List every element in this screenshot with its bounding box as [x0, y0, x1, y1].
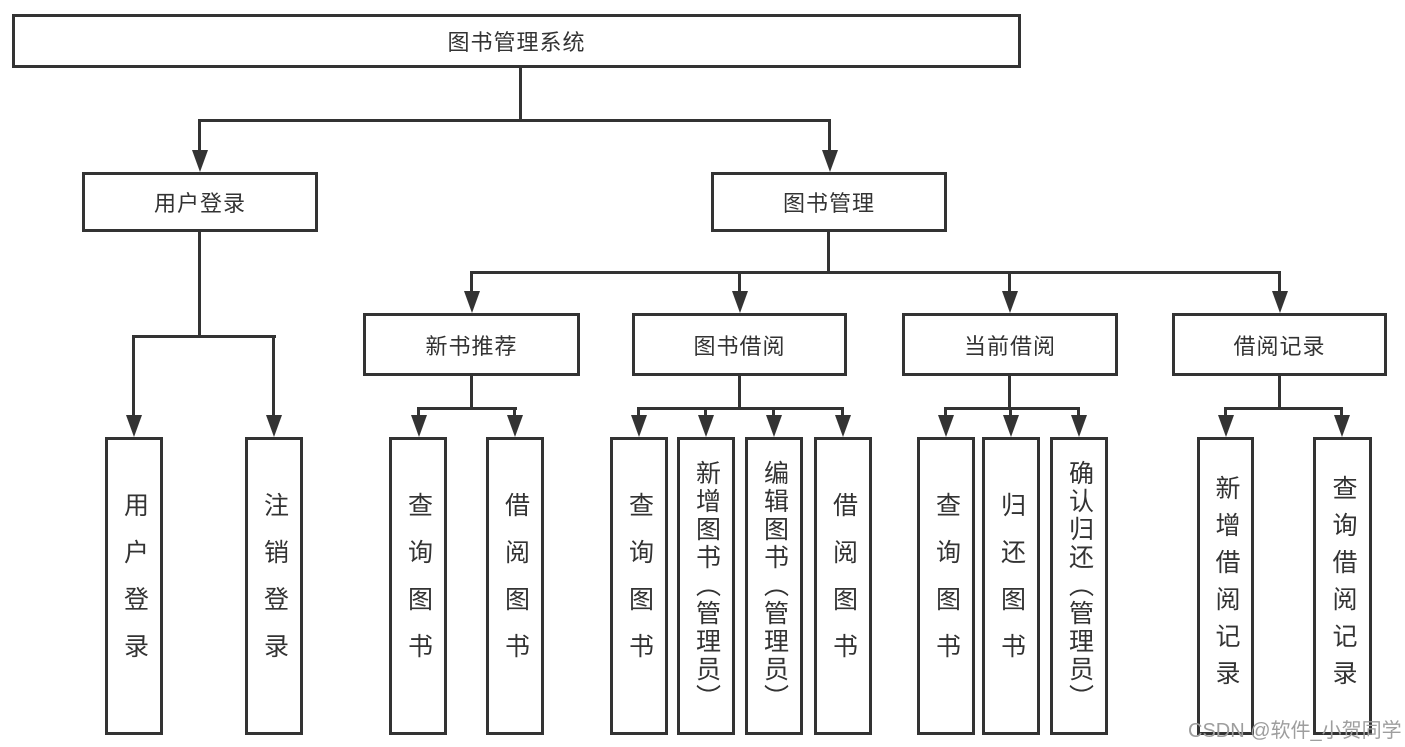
connector-arrow-shaft-leaf	[417, 407, 420, 417]
leaf-query-borrow-record: 查询借阅记录	[1313, 437, 1372, 735]
connector-arrow-shaft-leaf	[1009, 407, 1012, 417]
leaf-confirm-return-admin: 确认归还（管理员）	[1050, 437, 1108, 735]
connector-section-stem-recommend	[470, 376, 473, 410]
connector-arrow-shaft-section	[1008, 271, 1011, 293]
arrow-down-icon	[507, 415, 523, 437]
node-book-management: 图书管理	[711, 172, 947, 232]
node-new-book-recommend-label: 新书推荐	[425, 333, 518, 359]
node-book-borrow-label: 图书借阅	[693, 333, 786, 359]
node-current-borrow: 当前借阅	[902, 313, 1118, 376]
connector-section-stem-borrow	[738, 376, 741, 410]
arrow-down-icon	[732, 291, 748, 313]
connector-arrow-shaft-leaf	[1340, 407, 1343, 417]
node-book-management-label: 图书管理	[782, 191, 875, 216]
connector-arrow-shaft-section	[470, 271, 473, 293]
node-current-borrow-label: 当前借阅	[963, 333, 1056, 359]
connector-leaf-bus-borrow	[637, 407, 844, 410]
node-root-label: 图书管理系统	[447, 30, 586, 55]
leaf-add-books-admin: 新增图书（管理员）	[677, 437, 735, 735]
arrow-down-icon	[266, 415, 282, 437]
arrow-down-icon	[822, 150, 838, 172]
arrow-down-icon	[631, 415, 647, 437]
connector-leaf-bus-current	[944, 407, 1080, 410]
connector-arrow-shaft-book-mgmt	[828, 119, 831, 152]
connector-level2-bus	[198, 119, 831, 122]
node-book-borrow: 图书借阅	[632, 313, 847, 376]
leaf-logout: 注销登录	[245, 437, 303, 735]
arrow-down-icon	[938, 415, 954, 437]
node-new-book-recommend: 新书推荐	[363, 313, 580, 376]
arrow-down-icon	[464, 291, 480, 313]
node-borrow-records: 借阅记录	[1172, 313, 1387, 376]
node-user-login: 用户登录	[82, 172, 318, 232]
arrow-down-icon	[1272, 291, 1288, 313]
connector-user-login-stem	[198, 232, 201, 338]
arrow-down-icon	[766, 415, 782, 437]
connector-arrow-shaft-user-login	[198, 119, 201, 152]
arrow-down-icon	[698, 415, 714, 437]
leaf-return-books: 归还图书	[982, 437, 1040, 735]
leaf-edit-books-admin: 编辑图书（管理员）	[745, 437, 803, 735]
connector-level3-bus	[470, 271, 1281, 274]
connector-leaf-bus-records	[1224, 407, 1343, 410]
arrow-down-icon	[1218, 415, 1234, 437]
connector-arrow-shaft-leaf	[772, 407, 775, 417]
arrow-down-icon	[1071, 415, 1087, 437]
arrow-down-icon	[126, 415, 142, 437]
connector-arrow-shaft-leaf	[944, 407, 947, 417]
connector-arrow-shaft-leaf	[637, 407, 640, 417]
connector-root-stem	[519, 67, 522, 122]
node-root-system: 图书管理系统	[12, 14, 1021, 68]
connector-arrow-shaft-leaf	[132, 335, 135, 417]
arrow-down-icon	[1002, 291, 1018, 313]
arrow-down-icon	[835, 415, 851, 437]
node-borrow-records-label: 借阅记录	[1233, 333, 1326, 359]
node-user-login-label: 用户登录	[153, 191, 246, 216]
arrow-down-icon	[1003, 415, 1019, 437]
connector-arrow-shaft-leaf	[513, 407, 516, 417]
leaf-query-books-borrow: 查询图书	[610, 437, 668, 735]
leaf-borrow-books: 借阅图书	[814, 437, 872, 735]
arrow-down-icon	[1334, 415, 1350, 437]
arrow-down-icon	[411, 415, 427, 437]
connector-arrow-shaft-section	[1278, 271, 1281, 293]
connector-arrow-shaft-leaf	[841, 407, 844, 417]
csdn-watermark: CSDN @软件_小贺同学	[1188, 720, 1402, 742]
connector-arrow-shaft-section	[738, 271, 741, 293]
connector-arrow-shaft-leaf	[272, 335, 275, 417]
leaf-query-books-recommend: 查询图书	[389, 437, 447, 735]
connector-arrow-shaft-leaf	[704, 407, 707, 417]
connector-leaf-bus-recommend	[417, 407, 517, 410]
leaf-add-borrow-record: 新增借阅记录	[1197, 437, 1254, 735]
connector-arrow-shaft-leaf	[1224, 407, 1227, 417]
connector-section-stem-records	[1278, 376, 1281, 410]
connector-arrow-shaft-leaf	[1077, 407, 1080, 417]
leaf-user-login: 用户登录	[105, 437, 163, 735]
arrow-down-icon	[192, 150, 208, 172]
leaf-borrow-books-recommend: 借阅图书	[486, 437, 544, 735]
connector-user-login-bus	[133, 335, 276, 338]
connector-section-stem-current	[1008, 376, 1011, 410]
leaf-query-books-current: 查询图书	[917, 437, 975, 735]
connector-book-mgmt-stem	[827, 232, 830, 274]
